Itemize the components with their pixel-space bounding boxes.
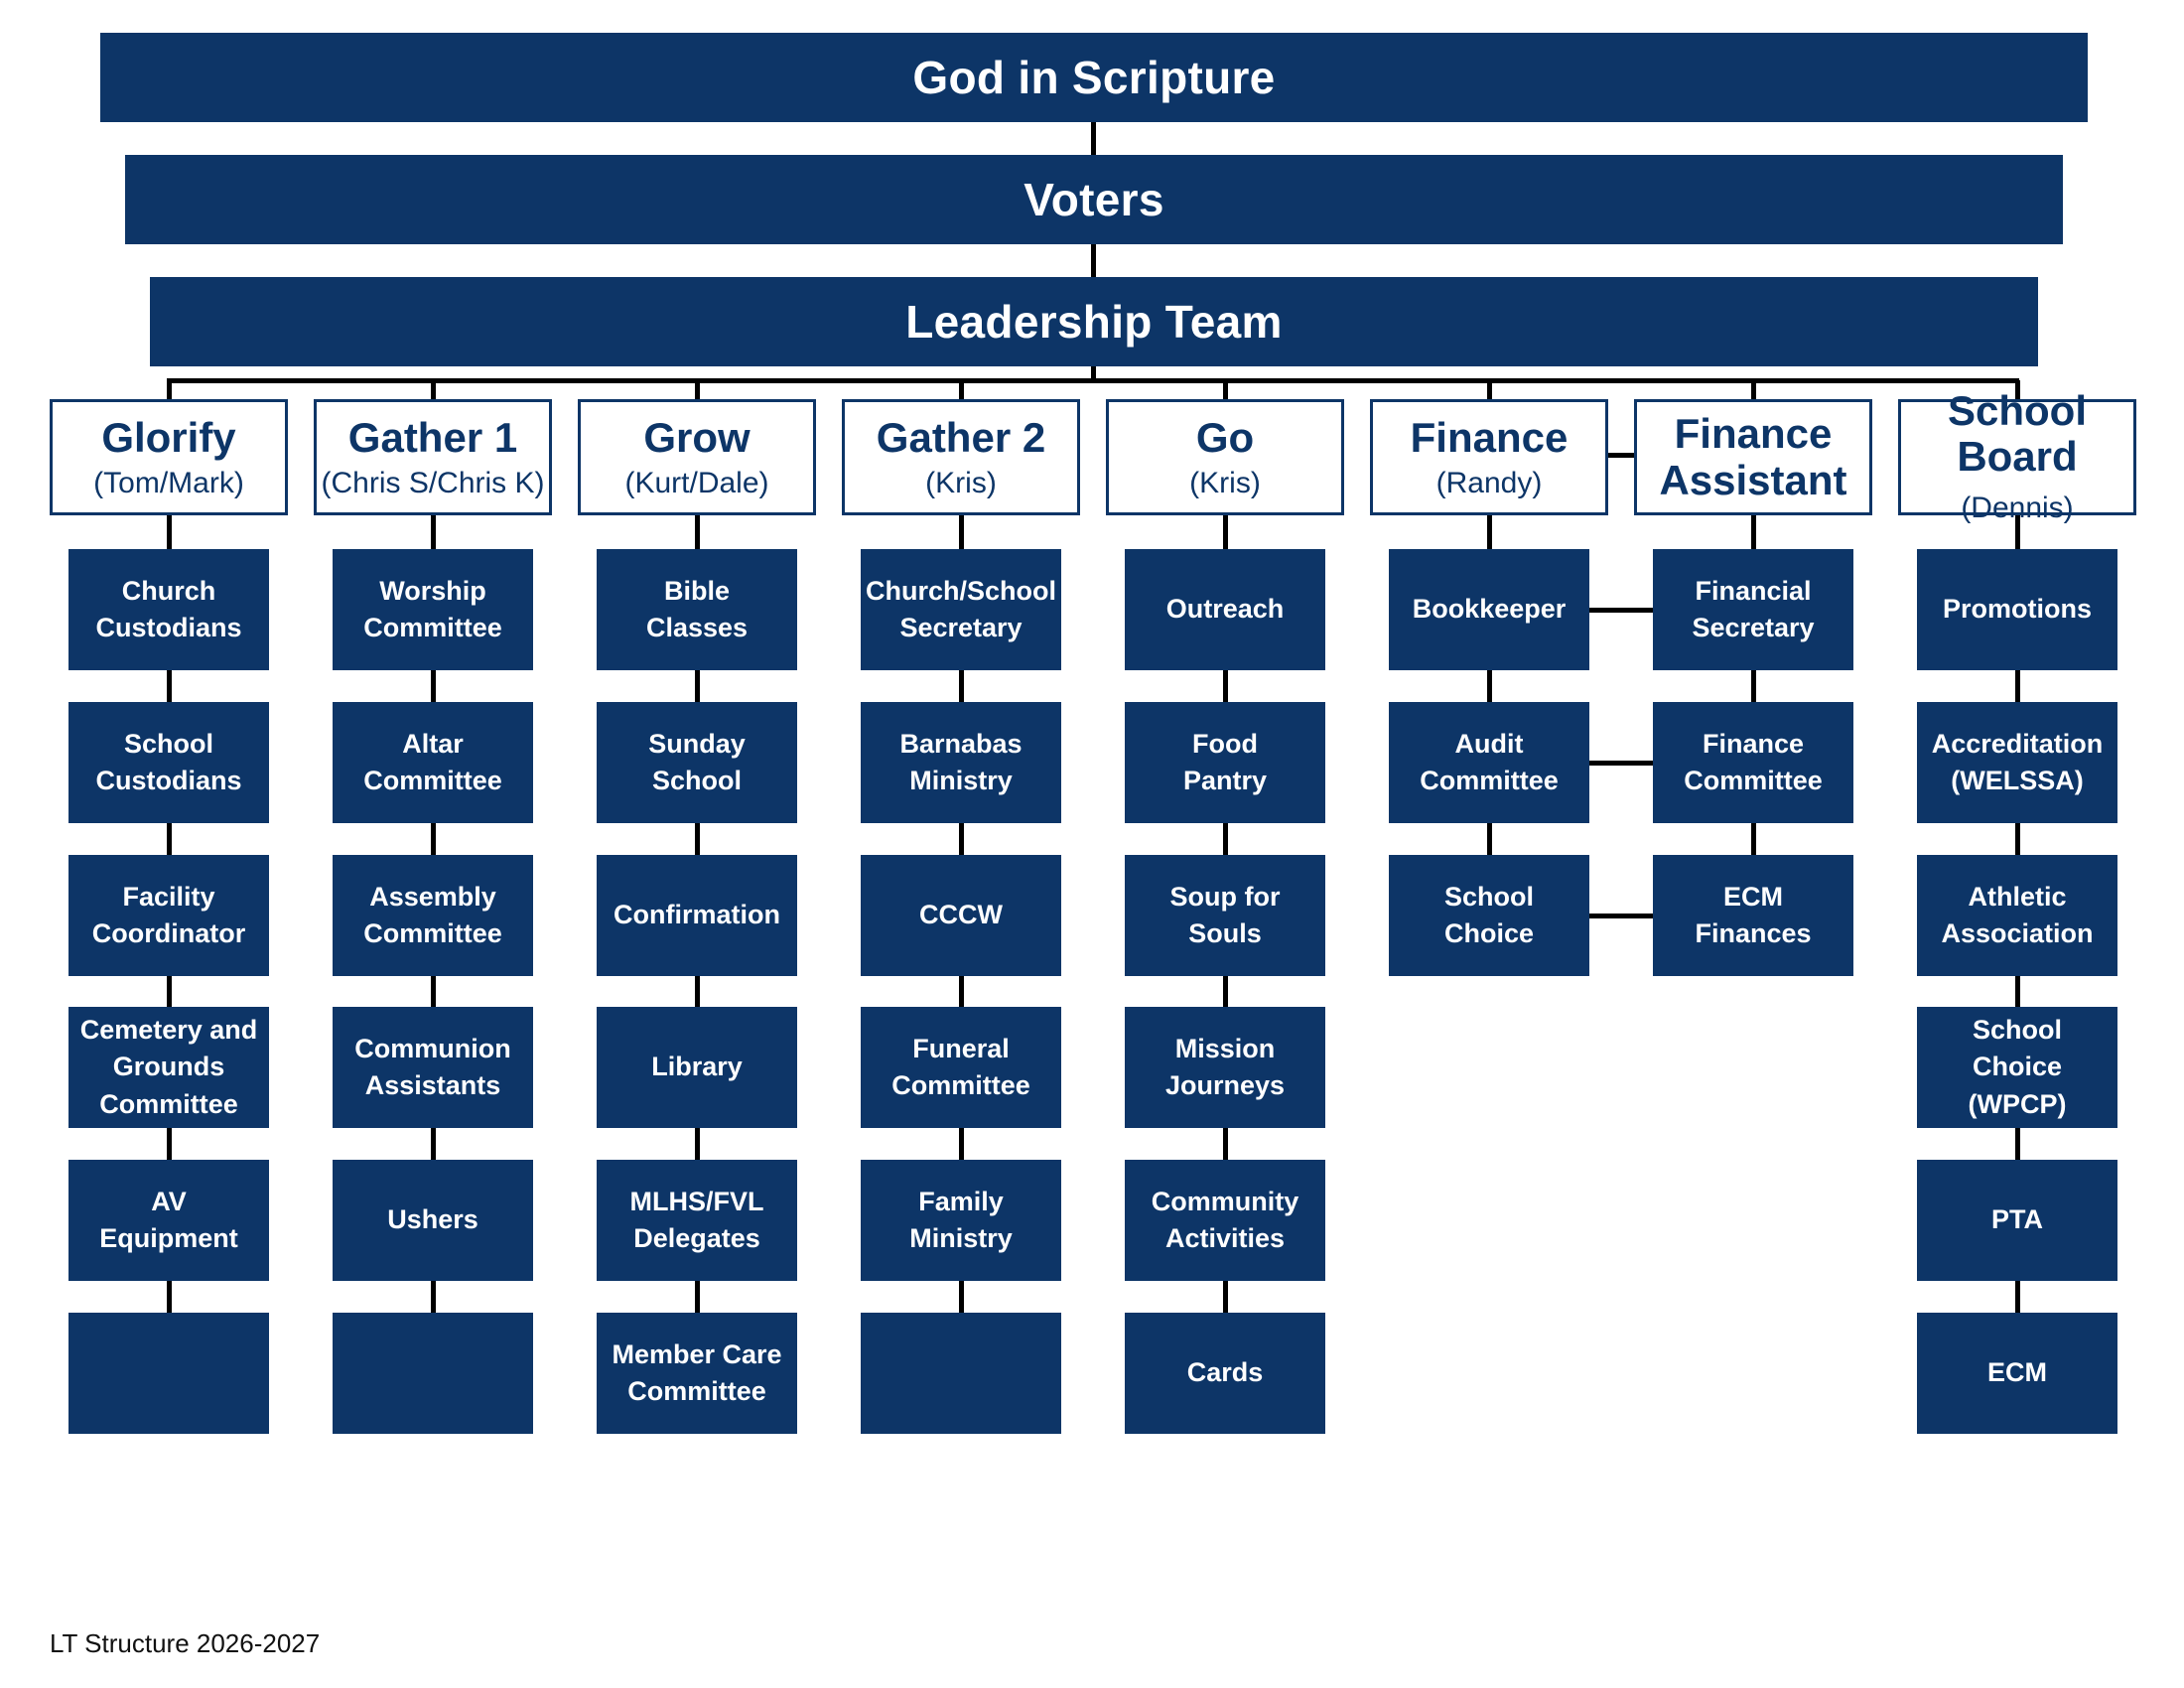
subgroup-box: Financial Secretary: [1653, 549, 1853, 670]
connector-bus-to-head: [431, 380, 436, 399]
connector-bus-to-head: [695, 380, 700, 399]
connector-bus-to-head: [1751, 380, 1756, 399]
subgroup-box: ECM: [1917, 1313, 2117, 1434]
subgroup-box: Member Care Committee: [597, 1313, 797, 1434]
subgroup-box: Outreach: [1125, 549, 1325, 670]
ministry-head-3: Gather 2 (Kris): [842, 399, 1080, 515]
ministry-head-name: Finance: [1674, 410, 1833, 458]
subgroup-box: Accreditation (WELSSA): [1917, 702, 2117, 823]
ministry-head-name: School: [1947, 387, 2087, 435]
subgroup-box: MLHS/FVL Delegates: [597, 1160, 797, 1281]
subgroup-box: Worship Committee: [333, 549, 533, 670]
subgroup-box: Funeral Committee: [861, 1007, 1061, 1128]
ministry-head-lead: (Randy): [1435, 467, 1543, 500]
subgroup-box: PTA: [1917, 1160, 2117, 1281]
subgroup-box: Community Activities: [1125, 1160, 1325, 1281]
subgroup-box: Mission Journeys: [1125, 1007, 1325, 1128]
subgroup-box: Communion Assistants: [333, 1007, 533, 1128]
ministry-head-name-line2-text: Assistant: [1659, 456, 1847, 503]
ministry-head-0: Glorify (Tom/Mark): [50, 399, 288, 515]
connector-top-spine: [1091, 366, 1096, 380]
subgroup-box: Sunday School: [597, 702, 797, 823]
subgroup-box: Library: [597, 1007, 797, 1128]
connector-finance-row-link: [1589, 914, 1653, 918]
subgroup-box: School Choice: [1389, 855, 1589, 976]
ministry-head-lead: (Chris S/Chris K): [321, 467, 545, 500]
connector-bus-to-head: [959, 380, 964, 399]
subgroup-box: Confirmation: [597, 855, 797, 976]
subgroup-box: [333, 1313, 533, 1434]
subgroup-box: Promotions: [1917, 549, 2117, 670]
subgroup-box: Barnabas Ministry: [861, 702, 1061, 823]
subgroup-box: Ushers: [333, 1160, 533, 1281]
subgroup-box: Altar Committee: [333, 702, 533, 823]
footer-caption: LT Structure 2026-2027: [50, 1628, 321, 1658]
ministry-head-name-line2: Board (Dennis): [1901, 434, 2133, 525]
ministry-head-1: Gather 1 (Chris S/Chris K): [314, 399, 552, 515]
subgroup-box: Facility Coordinator: [68, 855, 269, 976]
subgroup-box: Finance Committee: [1653, 702, 1853, 823]
subgroup-box: CCCW: [861, 855, 1061, 976]
ministry-head-name: Grow: [643, 413, 751, 461]
connector-bus-to-head: [1487, 380, 1492, 399]
connector-top-spine: [1091, 244, 1096, 277]
ministry-head-2: Grow (Kurt/Dale): [578, 399, 816, 515]
subgroup-box: School Custodians: [68, 702, 269, 823]
ministry-head-name-line2: Assistant: [1659, 456, 1847, 503]
connector-bus-to-head: [2015, 380, 2020, 399]
subgroup-box: Family Ministry: [861, 1160, 1061, 1281]
ministry-head-lead: (Dennis): [1961, 491, 2074, 524]
leadership-team-banner: Leadership Team: [150, 277, 2038, 366]
subgroup-box: Assembly Committee: [333, 855, 533, 976]
subgroup-box: [68, 1313, 269, 1434]
subgroup-box: [861, 1313, 1061, 1434]
connector-bus-to-head: [1223, 380, 1228, 399]
connector-bus: [167, 378, 2019, 383]
god-in-scripture-banner: God in Scripture: [100, 33, 2088, 122]
ministry-head-4: Go (Kris): [1106, 399, 1344, 515]
ministry-head-name-line2-text: Board: [1957, 433, 2078, 481]
subgroup-box: ECM Finances: [1653, 855, 1853, 976]
voters-label: Voters: [1024, 174, 1164, 225]
god-in-scripture-label: God in Scripture: [912, 52, 1276, 103]
subgroup-box: Church/School Secretary: [861, 549, 1061, 670]
subgroup-box: Audit Committee: [1389, 702, 1589, 823]
ministry-head-name: Go: [1195, 413, 1255, 461]
subgroup-box: Food Pantry: [1125, 702, 1325, 823]
subgroup-box: Soup for Souls: [1125, 855, 1325, 976]
subgroup-box: Bookkeeper: [1389, 549, 1589, 670]
ministry-head-lead: (Tom/Mark): [93, 467, 244, 500]
ministry-head-name: Gather 2: [876, 413, 1046, 461]
ministry-head-lead: (Kris): [1189, 467, 1261, 500]
subgroup-box: Cards: [1125, 1313, 1325, 1434]
subgroup-box: Cemetery and Grounds Committee: [68, 1007, 269, 1128]
connector-finance-row-link: [1589, 761, 1653, 766]
ministry-head-lead: (Kris): [925, 467, 997, 500]
subgroup-box: School Choice (WPCP): [1917, 1007, 2117, 1128]
subgroup-box: Church Custodians: [68, 549, 269, 670]
connector-top-spine: [1091, 122, 1096, 155]
ministry-head-lead: (Kurt/Dale): [624, 467, 769, 500]
subgroup-box: Bible Classes: [597, 549, 797, 670]
connector-finance-row-link: [1589, 608, 1653, 613]
ministry-head-name: Glorify: [101, 413, 236, 461]
ministry-head-5: Finance (Randy): [1370, 399, 1608, 515]
connector-finance-head-link: [1608, 453, 1634, 458]
subgroup-box: AV Equipment: [68, 1160, 269, 1281]
voters-banner: Voters: [125, 155, 2063, 244]
ministry-head-name: Gather 1: [347, 413, 518, 461]
connector-bus-to-head: [167, 380, 172, 399]
ministry-head-name: Finance: [1410, 413, 1569, 461]
subgroup-box: Athletic Association: [1917, 855, 2117, 976]
leadership-team-label: Leadership Team: [905, 296, 1283, 348]
